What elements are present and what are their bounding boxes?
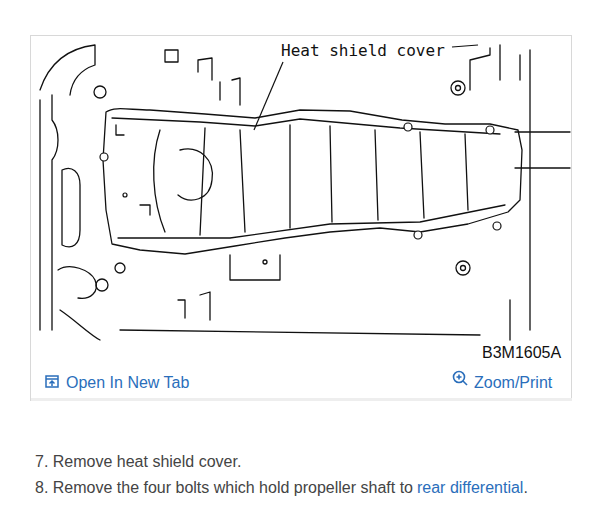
part-label: Heat shield cover bbox=[281, 41, 445, 60]
instruction-text: . bbox=[523, 478, 527, 497]
instruction-line: 7. Remove heat shield cover. bbox=[35, 452, 241, 471]
instruction-line: 8. Remove the four bolts which hold prop… bbox=[35, 478, 528, 497]
link-text: Zoom/Print bbox=[474, 373, 552, 392]
link-text: rear differential bbox=[417, 478, 523, 497]
figure-code: B3M1605A bbox=[482, 343, 561, 362]
link-text: Open In New Tab bbox=[66, 373, 189, 392]
instruction-text: 8. Remove the four bolts which hold prop… bbox=[35, 478, 413, 497]
